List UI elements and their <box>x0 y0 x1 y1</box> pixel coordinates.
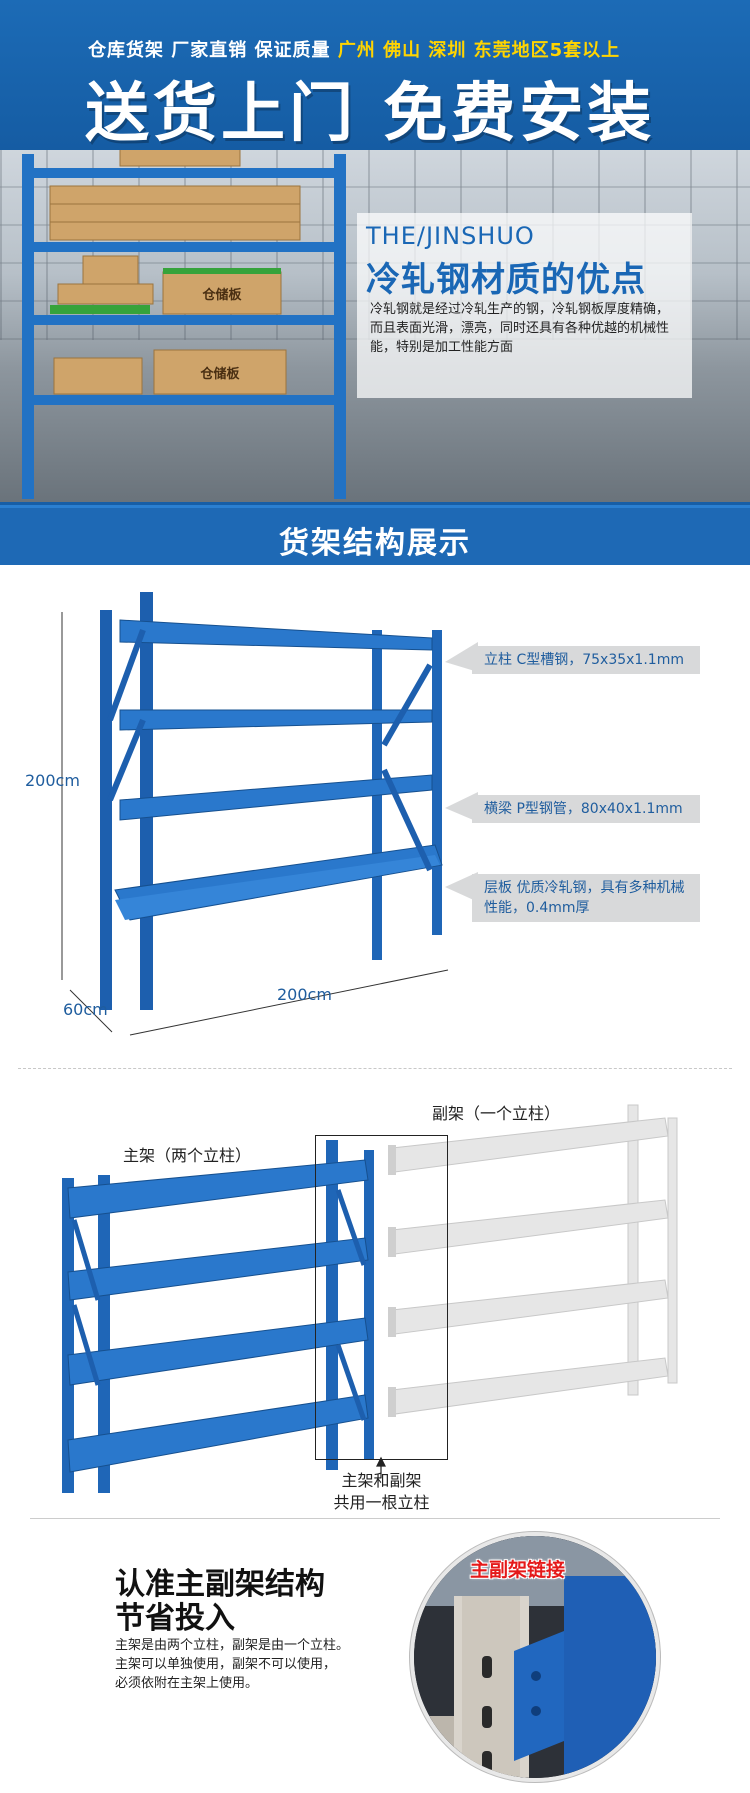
shared-caption-line2: 共用一根立柱 <box>333 1493 430 1512</box>
callout-beam: 横梁 P型钢管，80x40x1.1mm <box>472 795 700 823</box>
box-label-2: 仓储板 <box>199 366 240 382</box>
sub-frame-label: 副架（一个立柱） <box>432 1104 561 1123</box>
section-title: 货架结构展示 <box>279 526 471 561</box>
callout-board: 层板 优质冷轧钢，具有多种机械性能，0.4mm厚 <box>472 874 700 922</box>
dimension-lines <box>61 612 449 1036</box>
advantage-panel <box>357 213 692 398</box>
bottom-title: 认准主副架结构 节省投入 <box>115 1568 325 1636</box>
hero-shelf-illustration: 仓储板 仓储板 <box>22 150 346 499</box>
hero-headline: 送货上门 免费安装 <box>85 77 656 151</box>
bottom-description: 主架是由两个立柱，副架是由一个立柱。 主架可以单独使用，副架不可以使用， 必须依… <box>115 1636 349 1693</box>
shared-upright-highlight <box>315 1135 448 1460</box>
shared-caption-line1: 主架和副架 <box>341 1471 422 1490</box>
advantage-description: 冷轧钢就是经过冷轧生产的钢，冷轧钢板厚度精确，而且表面光滑，漂亮，同时还具有各种… <box>370 302 670 355</box>
section-title-bar <box>0 505 750 565</box>
bottom-desc-line2: 主架可以单独使用，副架不可以使用， <box>115 1657 337 1672</box>
bottom-desc-line3: 必须依附在主架上使用。 <box>115 1676 259 1691</box>
bottom-title-line1: 认准主副架结构 <box>115 1567 325 1602</box>
advantage-title: 冷轧钢材质的优点 <box>366 260 646 300</box>
connection-label: 主副架链接 <box>470 1559 566 1581</box>
main-frame-label: 主架（两个立柱） <box>123 1146 252 1165</box>
hero-tagline: 仓库货架 厂家直销 保证质量 广州 佛山 深圳 东莞地区5套以上 <box>88 36 620 62</box>
hero-top-band <box>0 0 750 150</box>
depth-dimension: 60cm <box>63 1000 108 1019</box>
callout-column: 立柱 C型槽钢，75x35x1.1mm <box>472 646 700 674</box>
height-dimension: 200cm <box>25 771 80 790</box>
bottom-title-line2: 节省投入 <box>115 1601 235 1636</box>
width-dimension: 200cm <box>277 985 332 1004</box>
main-sub-frame-illustration <box>62 1104 678 1493</box>
box-label-1: 仓储板 <box>201 287 242 303</box>
brand-english: THE/JINSHUO <box>366 222 535 250</box>
shelf-spec-illustration <box>61 592 478 1036</box>
solid-divider <box>30 1518 720 1519</box>
tagline-main: 仓库货架 厂家直销 保证质量 <box>88 40 338 61</box>
tagline-highlight: 广州 佛山 深圳 东莞地区5套以上 <box>337 40 621 61</box>
shared-upright-caption: 主架和副架 共用一根立柱 <box>315 1470 448 1514</box>
bottom-desc-line1: 主架是由两个立柱，副架是由一个立柱。 <box>115 1638 350 1653</box>
dashed-divider <box>18 1068 732 1069</box>
